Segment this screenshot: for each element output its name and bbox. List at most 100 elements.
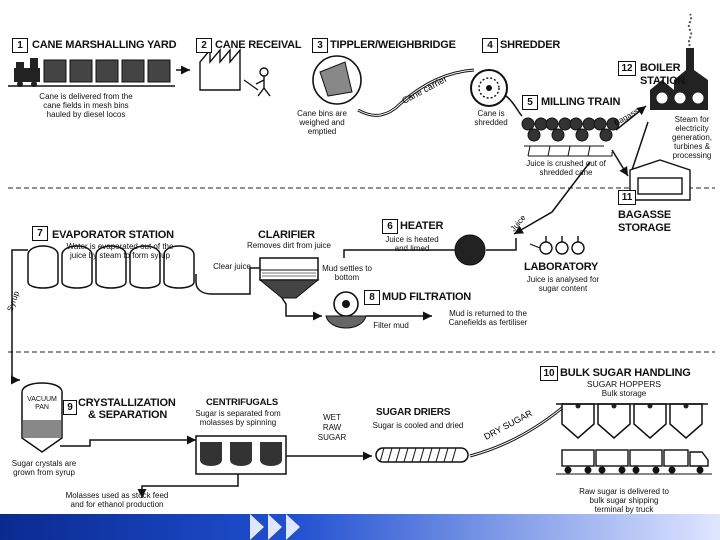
step-12-title-1: BOILER — [640, 62, 681, 74]
footer-chevron-1 — [250, 514, 264, 540]
shredder-icon — [470, 69, 508, 107]
sugar-hoppers-label: SUGAR HOPPERS — [586, 379, 662, 389]
wet-raw-sugar-1: WET — [323, 413, 341, 422]
step-12-desc-5: processing — [672, 151, 712, 160]
vacuum-pan-icon — [21, 382, 63, 453]
step-3-desc-2: weighed and — [299, 118, 345, 127]
clear-juice-line — [195, 267, 260, 295]
syrup-flow-label: Syrup — [5, 289, 21, 312]
mud-filter-icon — [325, 291, 367, 329]
step-10-title: BULK SUGAR HANDLING — [560, 367, 691, 379]
juice-flow-label: Juice — [509, 213, 528, 234]
step-5-desc-1: Juice is crushed out of — [526, 159, 606, 168]
laboratory-title: LABORATORY — [524, 261, 599, 273]
step-8-desc-1: Mud is returned to the — [449, 309, 527, 318]
centrifugals-title: CENTRIFUGALS — [206, 397, 279, 408]
laboratory-desc-2: sugar content — [538, 284, 588, 293]
step-9-desc-2: grown from syrup — [13, 468, 75, 477]
step-11-number: 11 — [618, 190, 636, 205]
step-12-desc-3: generation, — [671, 133, 713, 142]
step-2-number: 2 — [196, 38, 212, 53]
step-9-desc-1: Sugar crystals are — [11, 459, 77, 468]
step-12-desc-1: Steam for — [674, 115, 710, 124]
step-1-number: 1 — [12, 38, 28, 53]
bulk-storage-label: Bulk storage — [601, 389, 647, 398]
mud-settles-1: Mud settles to — [322, 264, 372, 273]
worker-icon — [255, 67, 271, 97]
mud-settles-2: bottom — [334, 273, 360, 282]
trucks-icon — [561, 449, 709, 467]
step-5-number: 5 — [522, 95, 538, 110]
clarifier-icon — [258, 257, 320, 299]
clarifier-desc: Removes dirt from juice — [246, 241, 332, 250]
vacuum-pan-label-1: VACUUM — [27, 396, 57, 403]
wet-raw-sugar-2: RAW — [322, 423, 342, 432]
centrifugals-desc-2: molasses by spinning — [199, 418, 277, 427]
juice-line — [513, 161, 591, 235]
molasses-desc-2: and for ethanol production — [70, 500, 164, 509]
centrifugals-icon — [195, 435, 287, 475]
step-9-number: 9 — [63, 400, 77, 415]
step-7-desc-1: Water is evaporated out of the — [66, 242, 174, 251]
step-6-desc-1: Juice is heated — [385, 235, 439, 244]
heater-icon — [454, 234, 486, 266]
step-6-desc-2: and limed — [394, 244, 430, 253]
tippler-icon — [312, 55, 362, 105]
dry-sugar-label: DRY SUGAR — [482, 408, 534, 442]
step-1-desc-2: cane fields in mesh bins — [43, 101, 129, 110]
bagasse-storage-icon — [629, 159, 691, 201]
vacuum-pan-label-2: PAN — [35, 404, 49, 411]
step-10-number: 10 — [540, 366, 558, 381]
cane-bins-icon — [43, 59, 171, 83]
cane-carrier-label: Cane carrier — [400, 74, 448, 106]
step-2-title: CANE RECEIVAL — [215, 39, 302, 51]
step-12-title-2: STATION — [640, 75, 686, 87]
step-7-title: EVAPORATOR STATION — [52, 229, 174, 241]
step-4-desc-1: Cane is — [477, 109, 505, 118]
footer-chevron-2 — [268, 514, 282, 540]
step-1-desc-1: Cane is delivered from the — [39, 92, 133, 101]
step-3-number: 3 — [312, 38, 328, 53]
step-8-desc-2: Canefields as fertiliser — [448, 318, 528, 327]
clear-juice-label: Clear juice — [213, 262, 251, 271]
sugar-hoppers-icon — [561, 403, 703, 439]
step-3-desc-1: Cane bins are — [297, 109, 347, 118]
step-5-title: MILLING TRAIN — [541, 96, 621, 108]
step-1-title: CANE MARSHALLING YARD — [32, 39, 177, 51]
sugar-drier-icon — [375, 447, 469, 463]
step-8-title: MUD FILTRATION — [382, 291, 472, 303]
step-6-number: 6 — [382, 219, 398, 234]
step-1-desc-3: hauled by diesel locos — [46, 110, 126, 119]
step-11-title-1: BAGASSE — [618, 209, 671, 221]
step-12-number: 12 — [618, 61, 636, 76]
step-11-title-2: STORAGE — [618, 222, 671, 234]
step-4-desc-2: shredded — [474, 118, 508, 127]
step-5-desc-2: shredded cane — [539, 168, 593, 177]
step-4-number: 4 — [482, 38, 498, 53]
sugar-driers-title: SUGAR DRIERS — [376, 407, 451, 418]
laboratory-desc-1: Juice is analysed for — [526, 275, 600, 284]
boiler-station-icon — [650, 13, 708, 110]
footer-chevron-3 — [286, 514, 300, 540]
step-12-desc-4: turbines & — [673, 142, 711, 151]
filter-mud-label: Filter mud — [373, 321, 409, 330]
step-9-title-2: & SEPARATION — [88, 409, 168, 421]
laboratory-icon — [539, 236, 585, 255]
step-10-desc-3: terminal by truck — [594, 505, 654, 514]
evaporator-vessels-icon — [27, 245, 195, 289]
step-7-number: 7 — [32, 226, 48, 241]
step-8-number: 8 — [364, 290, 380, 305]
step-6-title: HEATER — [400, 220, 444, 232]
step-9-title-1: CRYSTALLIZATION — [78, 397, 176, 409]
sugar-driers-desc: Sugar is cooled and dried — [372, 421, 464, 430]
footer-bar — [0, 514, 720, 540]
step-12-desc-2: electricity — [675, 124, 709, 133]
clarifier-title: CLARIFIER — [258, 229, 315, 241]
step-4-title: SHREDDER — [500, 39, 561, 51]
wet-raw-sugar-3: SUGAR — [317, 433, 347, 442]
step-3-desc-3: emptied — [307, 127, 337, 136]
step-7-desc-2: juice by steam to form syrup — [69, 251, 171, 260]
centrifugals-desc-1: Sugar is separated from — [195, 409, 281, 418]
factory-icon — [199, 48, 241, 91]
